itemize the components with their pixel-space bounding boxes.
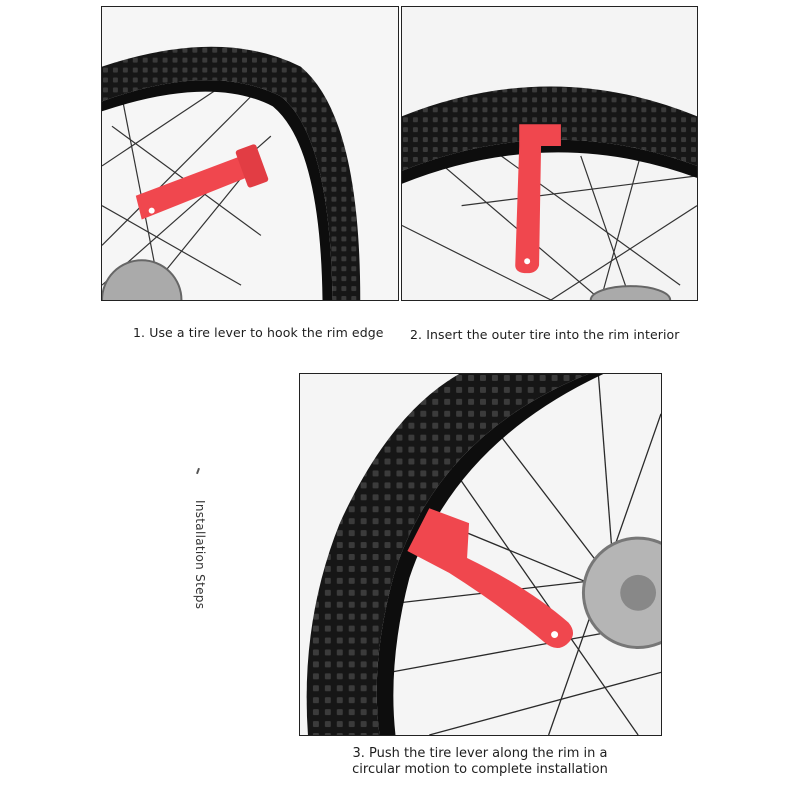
tire-lever-1 — [135, 144, 269, 220]
step2-photo — [401, 6, 698, 301]
step3-caption: 3. Push the tire lever along the rim in … — [300, 746, 660, 778]
tire-lever-3 — [407, 508, 574, 649]
step3-caption-line2: circular motion to complete installation — [352, 762, 608, 777]
step1-caption: 1. Use a tire lever to hook the rim edge — [133, 325, 384, 340]
step1-photo — [101, 6, 399, 301]
side-title: Installation Steps — [193, 500, 207, 610]
step2-caption: 2. Insert the outer tire into the rim in… — [410, 327, 680, 342]
decorative-mark — [196, 467, 200, 475]
step3-photo — [299, 373, 662, 736]
tire-lever-2 — [515, 124, 561, 274]
step3-caption-line1: 3. Push the tire lever along the rim in … — [352, 746, 608, 761]
